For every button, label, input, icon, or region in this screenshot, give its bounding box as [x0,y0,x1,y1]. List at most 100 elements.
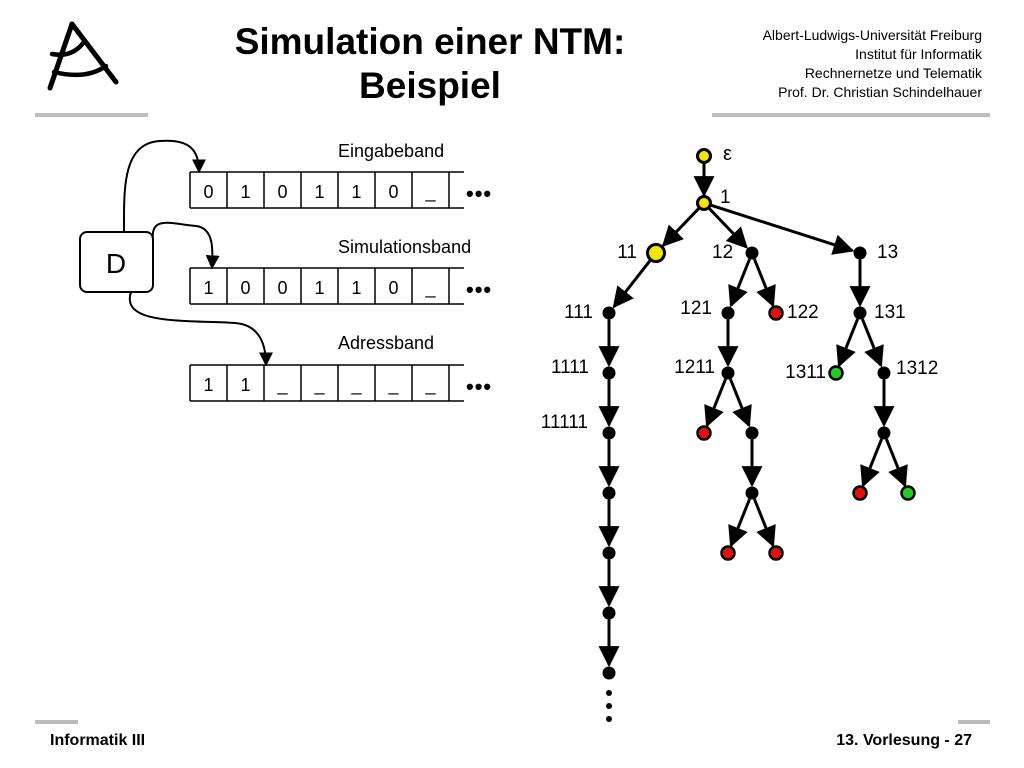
tape-cell-symbol: 0 [388,182,398,202]
tree-node [602,606,616,620]
tape-cell-symbol: 0 [240,278,250,298]
tape-cell-symbol: 1 [351,278,361,298]
tree-node-label: 1111 [551,357,589,378]
tape-continuation-dots: ••• [466,374,492,399]
footer-lecture: 13. Vorlesung - 27 [836,732,972,749]
header-rule-left [35,113,148,117]
tree-edge [612,259,652,309]
tree-node-accept [828,365,844,381]
tree-continuation-dot [606,716,612,722]
tape-cell-symbol: 0 [277,182,287,202]
tree-node-current [696,195,712,211]
tree-node [877,366,891,380]
tree-node-label: 1312 [896,358,938,379]
tree-node [602,306,616,320]
footer-rule-left [35,720,78,724]
tree-node-reject [768,545,784,561]
tape-name: Simulationsband [338,237,471,257]
title-line-2: Beispiel [359,65,501,106]
tape-3: Adressband 1 1 _ _ _ _ _ ••• [189,333,492,402]
tape-cell-symbol: 1 [203,375,213,395]
footer-course: Informatik III [50,732,146,749]
tree-node-label: 1311 [785,362,826,383]
tree-node-label: 11111 [541,412,588,433]
tape-continuation-dots: ••• [466,277,492,302]
tree-edge [729,378,752,428]
tree-edge [860,438,883,488]
tree-edge [709,203,855,255]
affiliation-institute: Institut für Informatik [855,46,982,62]
tree-node [745,426,759,440]
tape-name: Eingabeband [338,141,444,161]
controller-frame [79,231,154,293]
tape-head-arrow [151,221,220,270]
tape-cell-symbol: _ [424,375,436,396]
tape-cell-symbol: _ [276,375,288,396]
affiliation-university: Albert-Ludwigs-Universität Freiburg [762,27,982,43]
tape-cell-symbol: _ [424,278,436,299]
tree-edge [753,498,776,548]
tree-edge [753,258,776,308]
tree-continuation-dot [606,690,612,696]
tree-node-label: ε [723,143,732,165]
logo-stroke-right [69,21,119,85]
tree-node-label: 1211 [674,357,715,378]
tree-node-reject [852,485,868,501]
logo-arc-upper [49,39,87,57]
tree-node-label: 131 [874,302,906,323]
tape-name: Adressband [338,333,434,353]
tape-cell-symbol: 1 [314,278,324,298]
slide-title: Simulation einer NTM: Beispiel [210,20,650,108]
tree-node [745,246,759,260]
tape-cell-symbol: _ [350,375,362,396]
tape-cell-symbol: 1 [240,375,250,395]
tree-node-label: 12 [712,242,733,263]
tree-node-reject [768,305,784,321]
tree-node-label: 13 [877,242,898,263]
tape-cell-symbol: _ [313,375,325,396]
tape-cell-symbol: 1 [203,278,213,298]
tape-cell-symbol: 0 [388,278,398,298]
tree-node-label: 122 [787,302,819,323]
logo-arc-lower [51,63,109,78]
controller-label: D [106,248,126,279]
footer-rule-right [958,720,990,724]
affiliation-professor: Prof. Dr. Christian Schindelhauer [778,84,982,100]
tree-node [721,306,735,320]
tree-node-label: 111 [564,302,593,323]
tape-cell-symbol: _ [424,182,436,203]
tree-node-current [646,243,666,263]
tree-edge [885,438,908,488]
tree-node-label: 121 [680,298,712,319]
affiliation-chair: Rechnernetze und Telematik [804,65,982,81]
tree-edge [836,318,859,368]
tree-node [721,366,735,380]
tree-node-accept [900,485,916,501]
tree-node [853,306,867,320]
tape-continuation-dots: ••• [466,181,492,206]
tape-head-arrow [128,291,273,367]
tree-node [602,366,616,380]
tree-node-label: 1 [720,187,731,208]
affiliation-block: Albert-Ludwigs-Universität Freiburg Inst… [763,26,982,102]
tape-cell-symbol: 1 [351,182,361,202]
tree-node [602,426,616,440]
tree-edge [661,206,701,247]
tree-node-label: 11 [617,242,637,263]
tree-edge [728,258,751,308]
tree-edge [707,206,748,249]
tree-edge [861,318,884,368]
tape-cell-symbol: _ [387,375,399,396]
tape-cell-symbol: 1 [240,182,250,202]
tree-node [602,546,616,560]
tape-cell-symbol: 0 [203,182,213,202]
tree-continuation-dot [606,703,612,709]
turing-machine: Eingabeband 0 1 0 1 1 0 _ ••• Simulationsband 1 0 0 1… [79,139,492,402]
tree-node [877,426,891,440]
title-line-1: Simulation einer NTM: [234,21,626,62]
tree-node [745,486,759,500]
tree-node [602,666,616,680]
